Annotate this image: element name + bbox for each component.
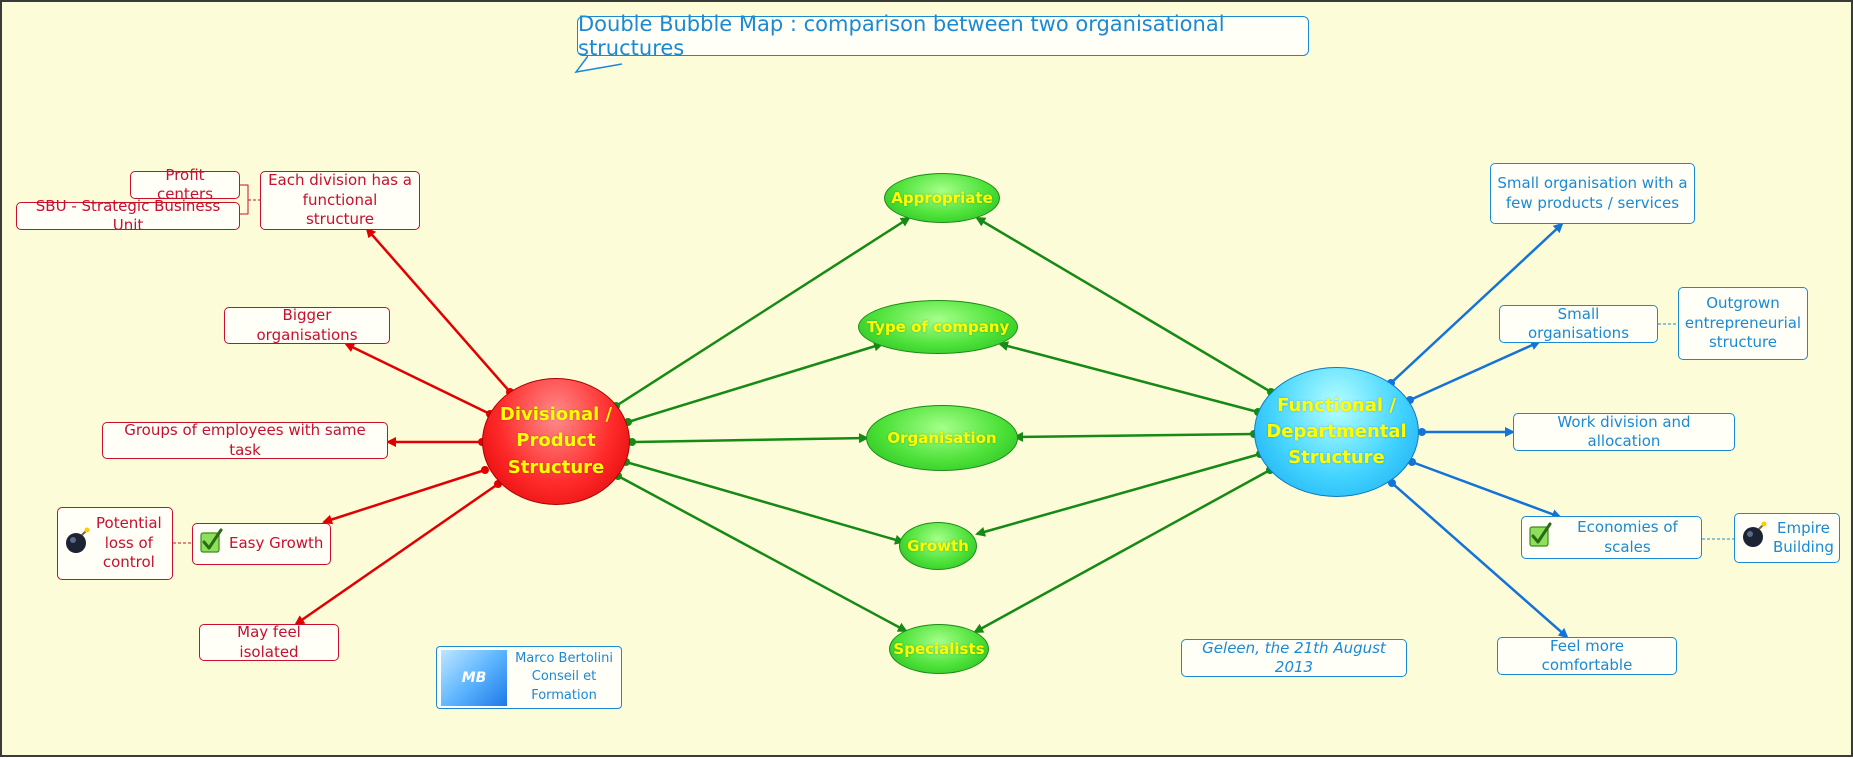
node-feel-more-comfortable[interactable]: Feel more comfortable bbox=[1497, 637, 1677, 675]
map-title[interactable]: Double Bubble Map : comparison between t… bbox=[577, 12, 1309, 60]
node-small-few-line-2: few products / services bbox=[1505, 193, 1680, 212]
node-potential-loss[interactable]: Potential loss of control bbox=[57, 507, 173, 580]
node-economies-label: Economies of scales bbox=[1577, 518, 1678, 556]
shared-bubble-specialists[interactable]: Specialists bbox=[889, 624, 989, 674]
node-economies-of-scales[interactable]: Economies of scales bbox=[1521, 516, 1702, 559]
node-each-division-line-1: Each division has a bbox=[268, 171, 412, 190]
node-outgrown-line-2: entrepreneurial bbox=[1684, 313, 1802, 332]
check-icon bbox=[1528, 522, 1552, 554]
node-empire-line-2: Building bbox=[1773, 538, 1834, 556]
bomb-icon bbox=[64, 527, 92, 561]
node-empire-line-1: Empire bbox=[1777, 518, 1830, 537]
divisional-line-3: Structure bbox=[507, 456, 605, 478]
author-line-3: Formation bbox=[531, 687, 597, 703]
node-sbu[interactable]: SBU - Strategic Business Unit bbox=[16, 197, 240, 234]
node-may-feel-isolated[interactable]: May feel isolated bbox=[199, 623, 339, 661]
node-small-organisations[interactable]: Small organisations bbox=[1499, 305, 1658, 343]
divisional-line-2: Product bbox=[516, 430, 596, 452]
check-icon bbox=[199, 528, 223, 560]
node-outgrown-line-1: Outgrown bbox=[1706, 294, 1780, 313]
node-potential-loss-line-2: loss of bbox=[104, 533, 153, 552]
shared-bubble-growth[interactable]: Growth bbox=[899, 522, 977, 570]
divisional-structure-topic[interactable]: Divisional / Product Structure bbox=[482, 378, 630, 505]
shared-bubble-type-of-company[interactable]: Type of company bbox=[858, 300, 1018, 354]
bomb-icon bbox=[1741, 521, 1769, 555]
node-outgrown-structure[interactable]: Outgrown entrepreneurial structure bbox=[1678, 287, 1808, 360]
node-easy-growth[interactable]: Easy Growth bbox=[192, 523, 331, 565]
shared-bubble-organisation[interactable]: Organisation bbox=[866, 405, 1018, 471]
author-box[interactable]: MB Marco Bertolini Conseil et Formation bbox=[436, 646, 622, 709]
node-easy-growth-label: Easy Growth bbox=[229, 534, 324, 553]
node-small-few-line-1: Small organisation with a bbox=[1497, 174, 1688, 192]
node-small-organisation-few-products[interactable]: Small organisation with a few products /… bbox=[1490, 163, 1695, 224]
shared-bubble-appropriate[interactable]: Appropriate bbox=[884, 173, 1000, 223]
functional-line-1: Functional / bbox=[1277, 394, 1396, 416]
node-potential-loss-line-3: control bbox=[102, 553, 155, 572]
node-each-division-line-2: functional structure bbox=[302, 190, 378, 229]
node-potential-loss-line-1: Potential bbox=[96, 514, 162, 533]
node-groups-of-employees[interactable]: Groups of employees with same task bbox=[102, 421, 388, 459]
node-outgrown-line-3: structure bbox=[1708, 333, 1778, 352]
node-profit-centers[interactable]: Profit centers bbox=[130, 166, 240, 203]
node-each-division[interactable]: Each division has a functional structure bbox=[260, 171, 420, 230]
node-work-division[interactable]: Work division and allocation bbox=[1513, 413, 1735, 451]
mb-logo: MB bbox=[441, 649, 507, 706]
functional-line-2: Departmental bbox=[1266, 420, 1407, 442]
functional-structure-topic[interactable]: Functional / Departmental Structure bbox=[1254, 367, 1419, 497]
author-line-1: Marco Bertolini bbox=[515, 651, 613, 667]
date-note[interactable]: Geleen, the 21th August 2013 bbox=[1181, 639, 1407, 677]
divisional-line-1: Divisional / bbox=[499, 404, 613, 426]
functional-line-3: Structure bbox=[1288, 447, 1385, 469]
author-line-2: Conseil et bbox=[531, 669, 597, 685]
node-bigger-organisations[interactable]: Bigger organisations bbox=[224, 306, 390, 344]
node-empire-building[interactable]: Empire Building bbox=[1734, 513, 1840, 563]
